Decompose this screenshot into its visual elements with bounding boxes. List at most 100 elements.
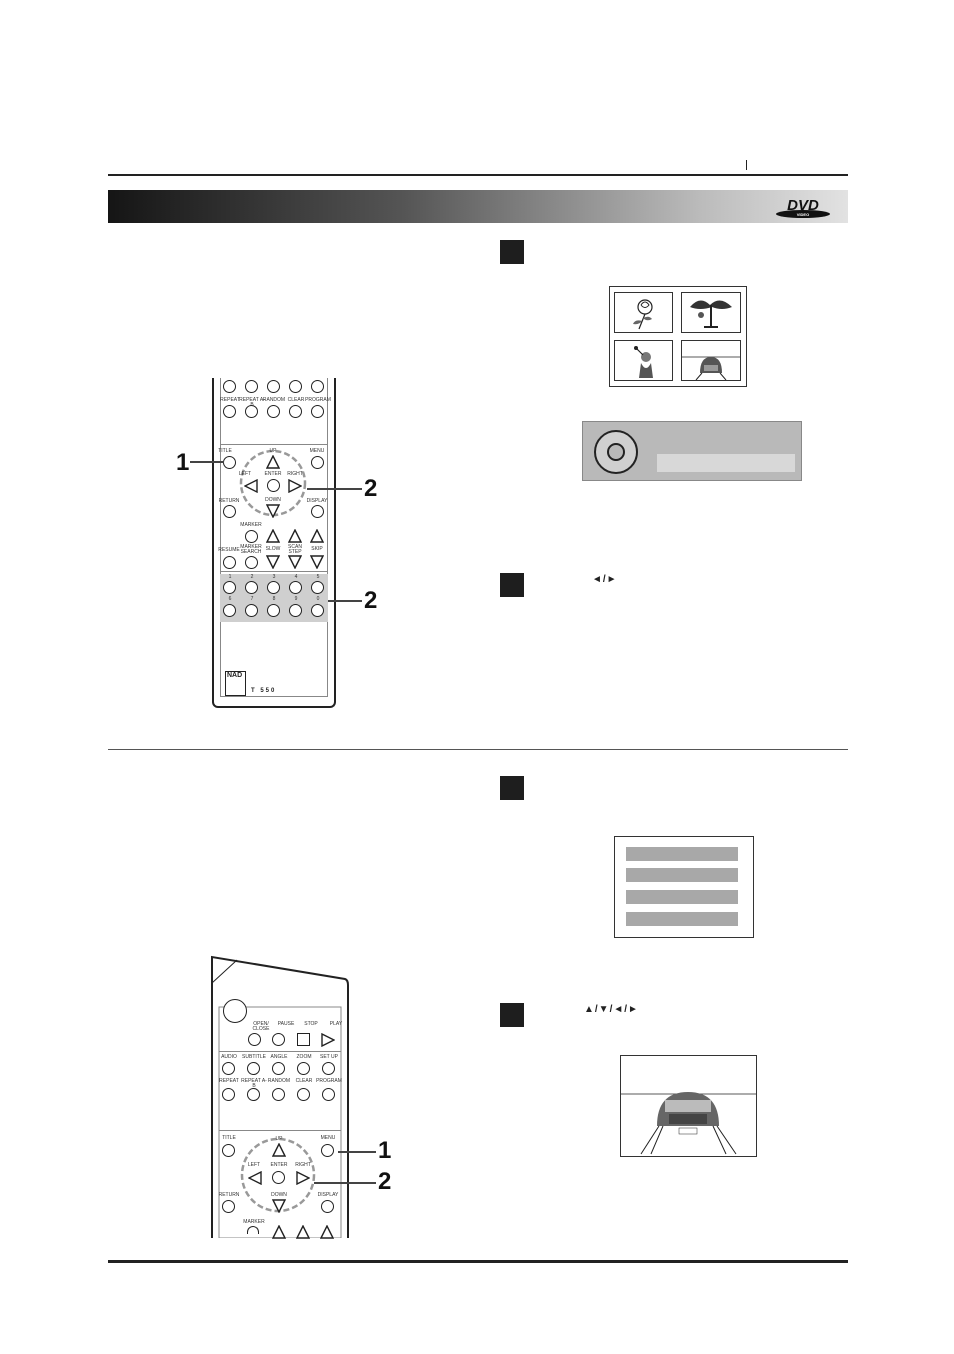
slow-down-button[interactable]: [266, 555, 280, 569]
top-row-button-4[interactable]: [289, 380, 302, 393]
up-arrow-button-m[interactable]: [272, 1143, 286, 1157]
row1-button-m5[interactable]: [322, 1062, 335, 1075]
number-button-3[interactable]: [267, 581, 280, 594]
row2-button-m4[interactable]: [297, 1088, 310, 1101]
row1-button-m4[interactable]: [297, 1062, 310, 1075]
up-arrow-button[interactable]: [266, 455, 280, 469]
enter-button-m[interactable]: [272, 1171, 285, 1184]
menu-step-2-arrow-keys: ▲/▼/◄/►: [584, 1004, 639, 1015]
remote1-section-line: [220, 444, 328, 445]
marker-button-m[interactable]: [247, 1226, 259, 1234]
enter-button[interactable]: [267, 479, 280, 492]
number-button-7[interactable]: [245, 604, 258, 617]
row2-button-m3[interactable]: [272, 1088, 285, 1101]
enter-label: ENTER: [264, 471, 282, 477]
lower-up-button-1[interactable]: [272, 1225, 286, 1239]
number-label-3: 3: [272, 574, 276, 580]
number-button-6[interactable]: [223, 604, 236, 617]
row2-button-m1[interactable]: [222, 1088, 235, 1101]
slow-up-button[interactable]: [266, 529, 280, 543]
right-arrow-button-m[interactable]: [296, 1171, 310, 1185]
down-arrow-button-m[interactable]: [272, 1199, 286, 1213]
callout-menu-button: 1: [378, 1137, 392, 1164]
row1-button-m2[interactable]: [247, 1062, 260, 1075]
row1-button-5[interactable]: [311, 405, 324, 418]
down-label-m: DOWN: [271, 1192, 287, 1198]
right-arrow-button[interactable]: [288, 479, 302, 493]
number-button-2[interactable]: [245, 581, 258, 594]
number-button-9[interactable]: [289, 604, 302, 617]
top-row-button-3[interactable]: [267, 380, 280, 393]
model-number: T 550: [251, 688, 277, 694]
callout-title-button: 1: [176, 449, 190, 476]
section-divider: [108, 749, 848, 750]
row1-label-5: PROGRAM: [305, 397, 331, 403]
scan-down-button[interactable]: [288, 555, 302, 569]
number-button-8[interactable]: [267, 604, 280, 617]
left-label-m: LEFT: [247, 1162, 261, 1168]
skip-down-button[interactable]: [310, 555, 324, 569]
marker-button[interactable]: [245, 530, 258, 543]
row1-button-4[interactable]: [289, 405, 302, 418]
title-button[interactable]: [223, 456, 236, 469]
return-button-m[interactable]: [222, 1200, 235, 1213]
nad-logo: NAD: [226, 672, 244, 679]
car-picture: [682, 356, 740, 381]
marker-search-button[interactable]: [245, 556, 258, 569]
row1-button-m3[interactable]: [272, 1062, 285, 1075]
thumbnail-car: [681, 340, 741, 381]
skip-up-button[interactable]: [310, 529, 324, 543]
menu-button-m[interactable]: [321, 1144, 334, 1157]
step-1-marker: [500, 240, 524, 264]
return-button[interactable]: [223, 505, 236, 518]
top-row-button-5[interactable]: [311, 380, 324, 393]
tree-picture: [690, 300, 732, 328]
resume-button[interactable]: [223, 556, 236, 569]
top-row-button-1[interactable]: [223, 380, 236, 393]
dvd-logo-text: DVD: [787, 197, 819, 214]
disc-icon: [594, 430, 638, 474]
row1-button-2[interactable]: [245, 405, 258, 418]
page-marker-tick: [746, 160, 747, 170]
display-button[interactable]: [311, 505, 324, 518]
up-label: UP: [269, 448, 277, 454]
lower-up-button-3[interactable]: [320, 1225, 334, 1239]
row1-label-m3: ANGLE: [270, 1054, 288, 1060]
scan-up-button[interactable]: [288, 529, 302, 543]
left-arrow-button[interactable]: [244, 479, 258, 493]
number-label-6: 6: [228, 596, 232, 602]
title-button-m[interactable]: [222, 1144, 235, 1157]
down-arrow-button[interactable]: [266, 504, 280, 518]
pause-button[interactable]: [272, 1033, 285, 1046]
open-close-button[interactable]: [248, 1033, 261, 1046]
step-2-marker: [500, 573, 524, 597]
number-button-0[interactable]: [311, 604, 324, 617]
display-button-m[interactable]: [321, 1200, 334, 1213]
row1-label-m1: AUDIO: [221, 1054, 237, 1060]
number-button-1[interactable]: [223, 581, 236, 594]
dvd-video-logo: DVD VIDEO: [776, 197, 830, 218]
row1-button-m1[interactable]: [222, 1062, 235, 1075]
menu-label: MENU: [309, 448, 325, 454]
menu-button[interactable]: [311, 456, 324, 469]
leader-menu-nav-ring: [314, 1182, 376, 1184]
row2-button-m2[interactable]: [247, 1088, 260, 1101]
top-row-button-2[interactable]: [245, 380, 258, 393]
left-arrow-button-m[interactable]: [248, 1171, 262, 1185]
title-label: TITLE: [218, 448, 232, 454]
power-button[interactable]: [223, 999, 247, 1023]
stop-button[interactable]: [297, 1033, 310, 1046]
number-button-4[interactable]: [289, 581, 302, 594]
row1-button-1[interactable]: [223, 405, 236, 418]
row2-button-m5[interactable]: [322, 1088, 335, 1101]
marker-label: MARKER: [240, 522, 262, 528]
row2-label-m2: REPEAT A-B: [241, 1078, 267, 1089]
number-button-5[interactable]: [311, 581, 324, 594]
lower-up-button-2[interactable]: [296, 1225, 310, 1239]
return-label: RETURN: [218, 498, 240, 504]
row1-button-3[interactable]: [267, 405, 280, 418]
leader-title-button: [190, 461, 224, 463]
play-button[interactable]: [321, 1033, 335, 1047]
marker-search-label: MARKER SEARCH: [240, 544, 262, 555]
menu-item-bar-2: [626, 868, 738, 882]
